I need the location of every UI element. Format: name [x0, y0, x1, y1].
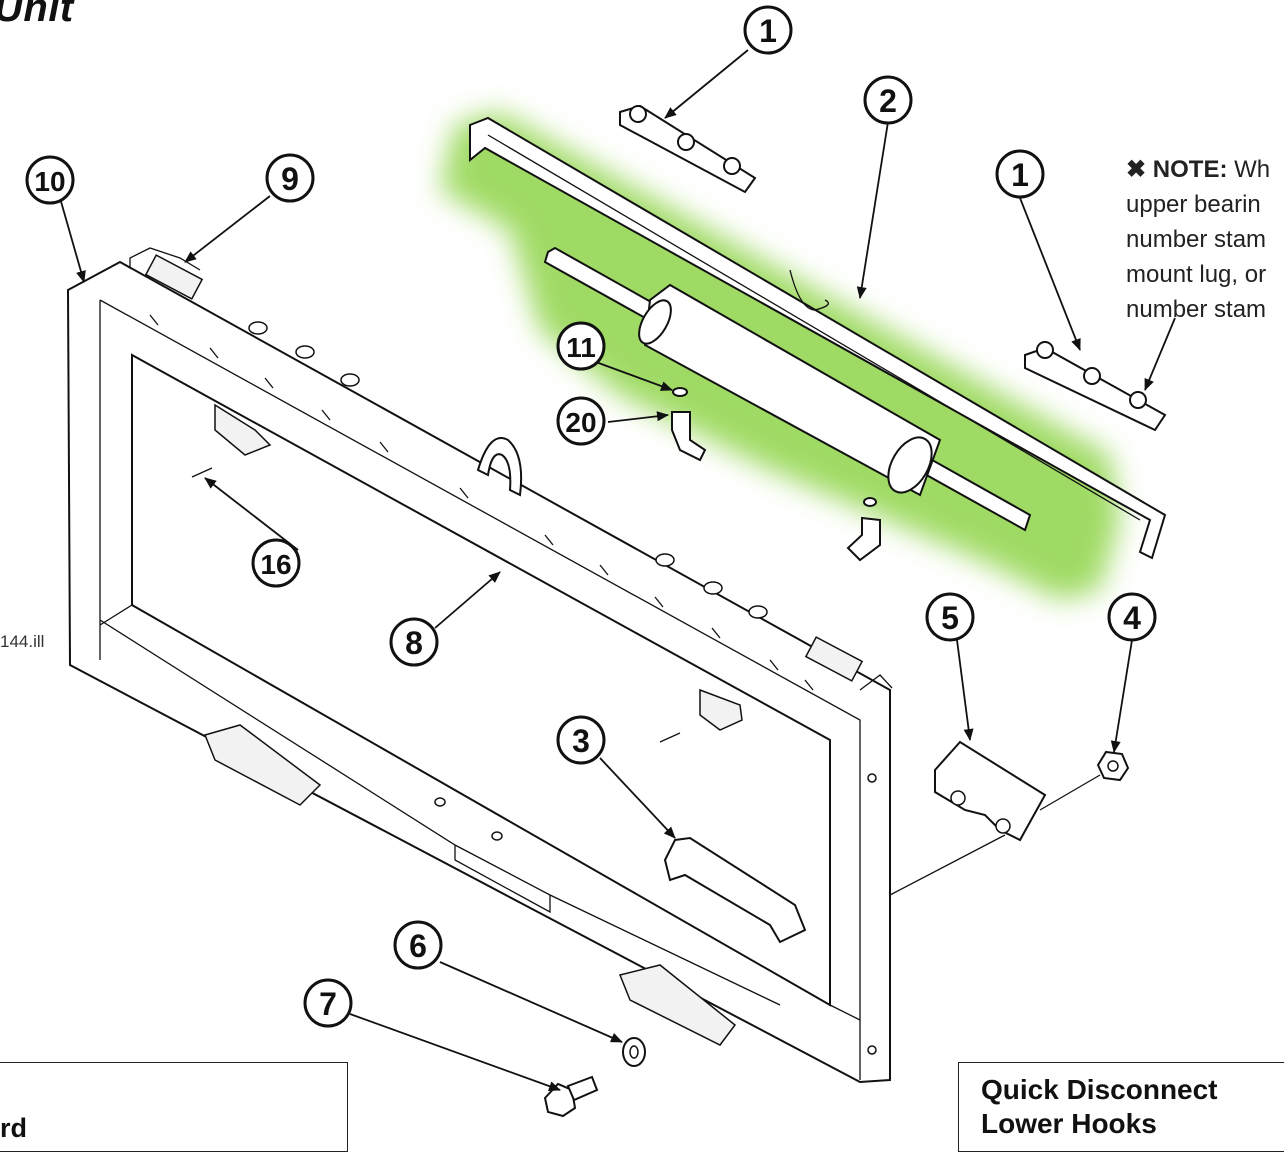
- lower-hook-block: [934, 740, 1047, 842]
- svg-text:11: 11: [566, 332, 596, 363]
- note-line-1: upper bearin: [1126, 191, 1261, 218]
- svg-text:2: 2: [879, 83, 897, 119]
- bearing-top: [619, 104, 757, 194]
- callout-10: 10: [25, 155, 75, 205]
- upper-bar: [469, 116, 1167, 560]
- svg-text:4: 4: [1123, 600, 1141, 636]
- fittings: [671, 387, 881, 562]
- cylinder: [543, 246, 1032, 532]
- callout-1-top: 1: [743, 5, 793, 55]
- bottom-right-title-line1: Quick Disconnect: [981, 1074, 1218, 1105]
- illustration-code: 144.ill: [0, 632, 45, 651]
- svg-text:16: 16: [260, 549, 291, 580]
- bolt: [543, 1075, 599, 1118]
- note-line-3: mount lug, or: [1126, 261, 1267, 288]
- bottom-right-box-title: Quick Disconnect Lower Hooks: [981, 1073, 1218, 1141]
- note-head: ✖ NOTE:: [1126, 156, 1228, 183]
- nut: [1096, 750, 1130, 782]
- svg-text:5: 5: [941, 600, 959, 636]
- svg-text:7: 7: [319, 986, 337, 1022]
- callout-11: 11: [556, 321, 606, 371]
- callout-20: 20: [556, 396, 606, 446]
- svg-text:1: 1: [759, 13, 777, 49]
- callout-5: 5: [925, 592, 975, 642]
- svg-text:9: 9: [281, 161, 299, 197]
- note-line-2: number stam: [1126, 226, 1267, 253]
- callout-3: 3: [556, 715, 606, 765]
- bottom-left-box: [0, 1062, 348, 1152]
- svg-text:6: 6: [409, 928, 427, 964]
- bearing-right: [1024, 341, 1167, 432]
- washer: [622, 1037, 646, 1067]
- callout-1-right: 1: [995, 149, 1045, 199]
- bottom-right-title-line2: Lower Hooks: [981, 1108, 1157, 1139]
- callout-4: 4: [1107, 592, 1157, 642]
- svg-text:8: 8: [405, 625, 423, 661]
- callout-8: 8: [389, 617, 439, 667]
- note-line-4: number stam: [1126, 296, 1267, 323]
- callout-2: 2: [863, 75, 913, 125]
- note-text: ✖ NOTE: Wh upper bearin number stam moun…: [1126, 152, 1284, 327]
- svg-text:10: 10: [34, 166, 65, 197]
- callout-7: 7: [303, 978, 353, 1028]
- callout-16: 16: [251, 538, 301, 588]
- callout-9: 9: [265, 153, 315, 203]
- bottom-left-box-text: rd: [0, 1113, 27, 1143]
- svg-text:1: 1: [1011, 157, 1029, 193]
- page-title-fragment: Unit: [0, 0, 74, 30]
- note-line-0: Wh: [1234, 156, 1271, 183]
- carriage-frame: [66, 247, 893, 1084]
- svg-text:3: 3: [572, 723, 590, 759]
- callout-6: 6: [393, 920, 443, 970]
- svg-text:20: 20: [565, 407, 596, 438]
